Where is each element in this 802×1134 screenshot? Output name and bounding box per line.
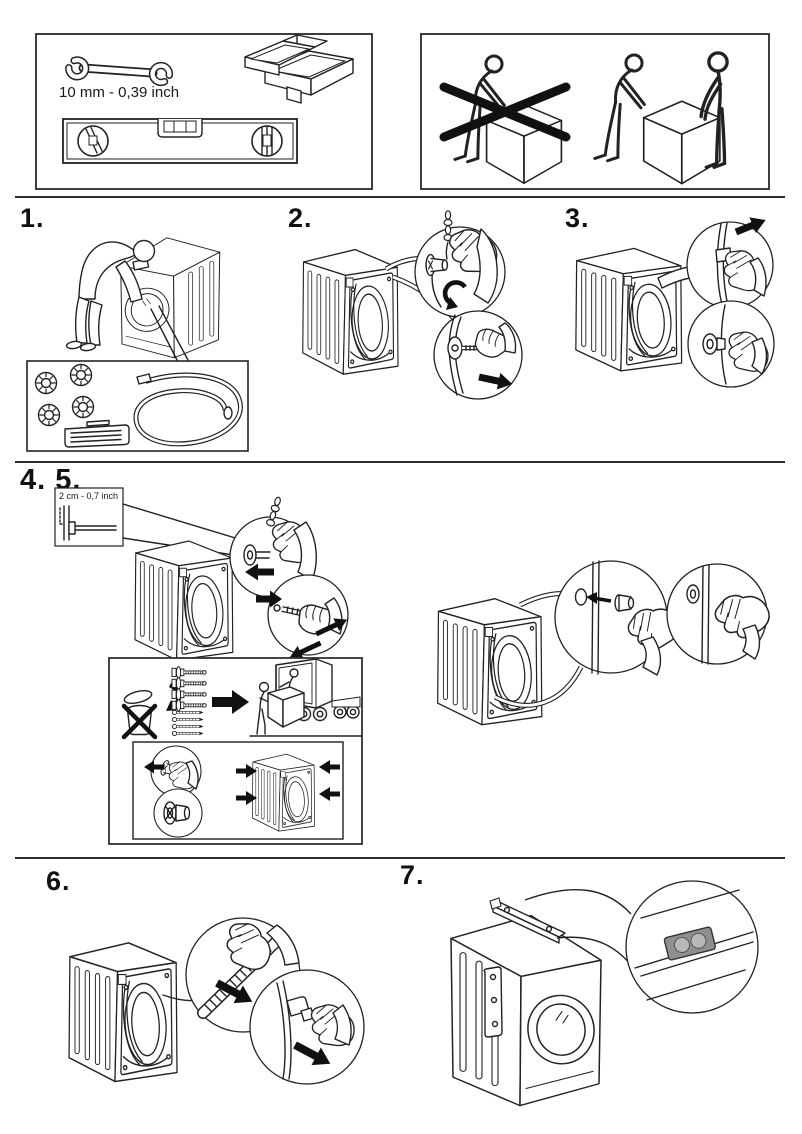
keep-parts-subbox: [132, 741, 344, 840]
step-7-label: 7.: [400, 860, 425, 890]
arrow-right2-icon: [256, 590, 282, 608]
top-rail-icon: [489, 897, 566, 944]
arrow-right-icon: [478, 372, 513, 390]
step-2-illustration: [302, 210, 523, 400]
zoom-circle-cap: [687, 300, 777, 388]
step-2-label: 2.: [288, 203, 313, 233]
zoom-circle-rail-plug: [625, 880, 759, 1014]
arrow-pull-hose-icon: [215, 979, 253, 1004]
step-4-5-right-illustration: [436, 560, 774, 726]
tray-icon: [64, 419, 130, 448]
step-1-label: 1.: [20, 203, 45, 233]
rotate-arrow-icon: [442, 280, 467, 310]
step-4-5-keep-parts-box: [108, 657, 363, 845]
single-person-lift-scene: [439, 54, 571, 185]
divider-1: [15, 196, 785, 198]
hose-clip-icon: [286, 996, 315, 1022]
spirit-level-icon: [62, 118, 298, 164]
step-7-illustration: [450, 880, 759, 1107]
toolbox-icon: [244, 34, 354, 104]
zoom-circle-remove-bolt: [433, 310, 523, 400]
step-6-label: 6.: [46, 866, 71, 896]
zoom-circle-remove-transport-bolt: [229, 495, 324, 598]
inlet-hose-icon: [133, 372, 243, 447]
arrow-right-big-icon: [212, 690, 249, 714]
divider-2: [15, 461, 785, 463]
forbidden-cross-icon: [439, 82, 571, 142]
plug-icon: [614, 594, 635, 612]
side-bracket-icon: [483, 966, 503, 1038]
press-arrows-icons: [236, 760, 340, 805]
parts-box: [26, 360, 249, 452]
tools-panel: [35, 33, 373, 190]
gap-spec-label: 2 cm - 0,7 inch: [59, 491, 119, 501]
wrench-size-label: 10 mm - 0,39 inch: [59, 84, 180, 101]
step-1-illustration: [26, 237, 249, 452]
divider-3: [15, 857, 785, 859]
carry-warning-illustration: [439, 51, 729, 185]
step-6-illustration: [68, 914, 365, 1085]
person-bending: [65, 239, 156, 352]
two-person-lift-scene: [593, 51, 729, 185]
arrow-up-right-icon: [734, 217, 766, 236]
gap-spec-box: [54, 487, 124, 547]
step-4-5-left-illustration: [54, 487, 349, 661]
carry-warning-panel: [420, 33, 770, 190]
discard-bin-icon: [121, 689, 158, 740]
wrench-icon: [65, 56, 173, 87]
rail-plug-icon: [663, 926, 717, 961]
zoom-circle-unscrew-bolt: [414, 210, 506, 318]
zoom-circle-cap-detail: [153, 788, 203, 838]
zoom-circle-press-cap: [666, 563, 774, 665]
zoom-circle-hose-fitting: [256, 574, 349, 659]
step-3-illustration: [575, 217, 777, 388]
truck-loading-scene: [249, 658, 363, 737]
step-3-label: 3.: [565, 203, 590, 233]
tools-illustration: [62, 34, 354, 164]
double-arrow-icon: [289, 618, 348, 659]
zoom-circle-insert-plug: [554, 560, 685, 676]
zoom-circle-pull-hose: [686, 217, 774, 309]
zoom-circle-bolt-hand: [144, 745, 202, 797]
arrow-left-icon: [245, 563, 274, 581]
zoom-circle-hose-clip: [249, 969, 365, 1085]
arrow-pull-clip-icon: [293, 1041, 331, 1066]
